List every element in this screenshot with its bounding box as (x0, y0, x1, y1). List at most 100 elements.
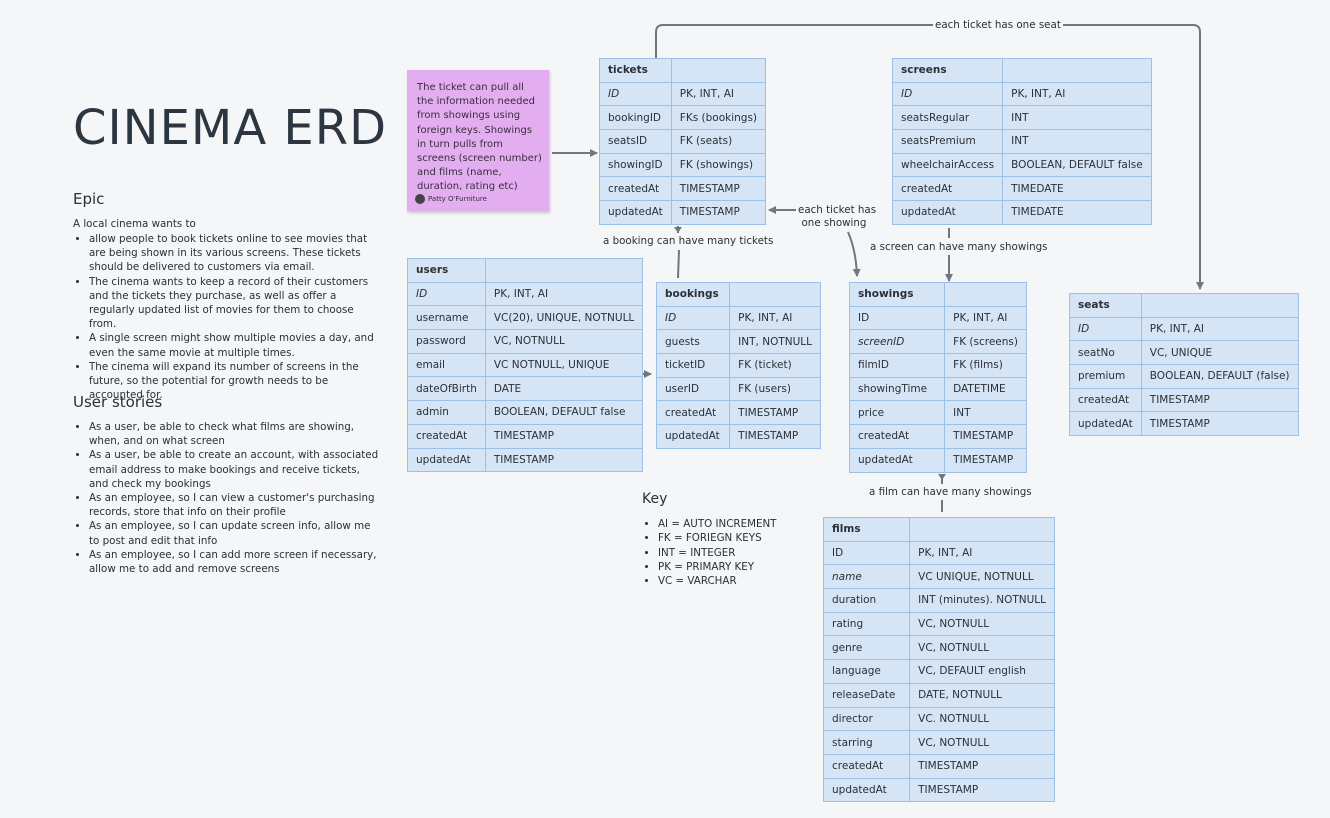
key-list: AI = AUTO INCREMENT FK = FORIEGN KEYS IN… (643, 517, 808, 588)
field-name: username (407, 305, 486, 331)
list-item: PK = PRIMARY KEY (658, 560, 808, 574)
field-name: ID (407, 281, 486, 307)
field-name: releaseDate (822, 682, 911, 708)
list-item: INT = INTEGER (658, 546, 808, 560)
table-name: screens (891, 58, 1004, 83)
field-type: DATE (484, 376, 644, 402)
list-item: As a user, be able to create an account,… (89, 448, 379, 491)
table-header-empty (729, 282, 821, 307)
field-name: seatNo (1069, 340, 1142, 366)
field-name: password (407, 329, 486, 354)
sticky-note[interactable]: The ticket can pull all the information … (407, 70, 549, 211)
field-name: ID (891, 81, 1004, 107)
table-header-empty (909, 517, 1055, 542)
ticket-seat-line (655, 24, 1204, 290)
film-showings-label: a film can have many showings (869, 486, 1032, 499)
field-type: VC, NOTNULL (909, 730, 1055, 755)
field-name: rating (822, 611, 911, 637)
table-header-row: tickets (599, 58, 767, 83)
field-name: seatsRegular (891, 105, 1004, 131)
field-name: createdAt (891, 176, 1004, 202)
user-stories-heading: User stories (73, 393, 163, 411)
booking-tickets-bottom (677, 249, 680, 279)
field-name: createdAt (599, 176, 672, 202)
table-header-row: films (822, 517, 1055, 542)
field-type: FK (screens) (944, 329, 1027, 355)
field-name: filmID (848, 353, 946, 378)
field-type: VC, UNIQUE (1140, 340, 1299, 366)
field-type: BOOLEAN, DEFAULT false (1002, 152, 1152, 178)
field-name: seatsPremium (891, 129, 1004, 154)
author-avatar (415, 194, 425, 204)
field-type: FK (users) (729, 376, 821, 402)
ticket-showing-label-line1: each ticket has (798, 204, 877, 216)
sticky-note-text: The ticket can pull all the information … (417, 82, 542, 193)
field-type: VC. NOTNULL (909, 706, 1055, 732)
field-type: TIMEDATE (1002, 200, 1152, 225)
list-item: As an employee, so I can view a customer… (89, 491, 379, 519)
field-type: INT (1002, 105, 1152, 131)
user-stories-list: As a user, be able to check what films a… (74, 420, 379, 576)
table-header-empty (670, 58, 767, 83)
table-header-row: users (407, 258, 644, 283)
field-type: VC UNIQUE, NOTNULL (909, 564, 1055, 590)
list-item: AI = AUTO INCREMENT (658, 517, 808, 531)
